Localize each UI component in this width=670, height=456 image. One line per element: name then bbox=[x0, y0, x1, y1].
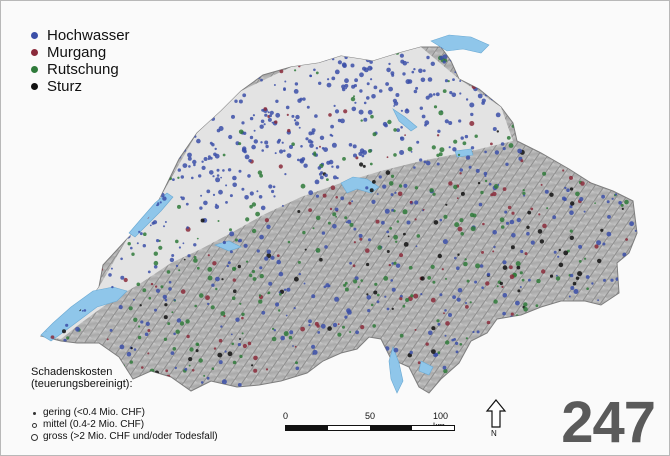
plateau-zone bbox=[41, 47, 513, 339]
lake-zurich bbox=[392, 108, 418, 132]
cost-item-medium: mittel (0.4-2 Mio. CHF) bbox=[31, 419, 218, 431]
scale-bar: 0 50 100 km bbox=[283, 411, 461, 441]
cost-label: gross (>2 Mio. CHF und/oder Todesfall) bbox=[43, 431, 218, 442]
cost-item-small: gering (<0.4 Mio. CHF) bbox=[31, 407, 218, 419]
legend-dot-icon bbox=[31, 66, 38, 73]
legend-label: Sturz bbox=[47, 78, 83, 95]
scale-tick-50: 50 bbox=[365, 411, 376, 421]
legend-dot-icon bbox=[31, 32, 38, 39]
legend-dot-icon bbox=[31, 83, 38, 90]
legend-item-murgang: Murgang bbox=[31, 44, 130, 61]
cost-title-line1: Schadenskosten bbox=[31, 366, 113, 378]
cost-title-line2: (teuerungsbereinigt): bbox=[31, 378, 133, 390]
cost-item-large: gross (>2 Mio. CHF und/oder Todesfall) bbox=[31, 431, 218, 443]
cost-legend-title: Schadenskosten (teuerungsbereinigt): bbox=[31, 366, 133, 390]
north-arrow: N bbox=[485, 399, 507, 439]
lake-constance bbox=[430, 34, 490, 54]
legend-label: Hochwasser bbox=[47, 27, 130, 44]
legend-item-hochwasser: Hochwasser bbox=[31, 27, 130, 44]
north-label: N bbox=[491, 429, 497, 438]
lake-neuchatel bbox=[128, 192, 174, 238]
large-circle-icon bbox=[31, 433, 38, 441]
process-legend: Hochwasser Murgang Rutschung Sturz bbox=[31, 27, 130, 95]
cost-label: gering (<0.4 Mio. CHF) bbox=[43, 407, 145, 418]
legend-label: Murgang bbox=[47, 44, 107, 61]
legend-item-sturz: Sturz bbox=[31, 78, 130, 95]
cost-label: mittel (0.4-2 Mio. CHF) bbox=[43, 419, 145, 430]
legend-label: Rutschung bbox=[47, 61, 119, 78]
small-circle-icon bbox=[33, 411, 36, 415]
scale-bar-graphic bbox=[285, 425, 455, 431]
lake-lugano bbox=[418, 360, 434, 376]
lake-lucerne bbox=[340, 176, 380, 194]
page-number: 247 bbox=[561, 390, 656, 455]
legend-dot-icon bbox=[31, 49, 38, 56]
north-arrow-icon bbox=[485, 399, 507, 428]
lake-maggiore bbox=[388, 346, 404, 394]
legend-item-rutschung: Rutschung bbox=[31, 61, 130, 78]
lakes bbox=[40, 34, 490, 394]
scale-tick-0: 0 bbox=[283, 411, 289, 421]
medium-circle-icon bbox=[32, 422, 37, 428]
cost-legend: gering (<0.4 Mio. CHF) mittel (0.4-2 Mio… bbox=[31, 407, 218, 443]
